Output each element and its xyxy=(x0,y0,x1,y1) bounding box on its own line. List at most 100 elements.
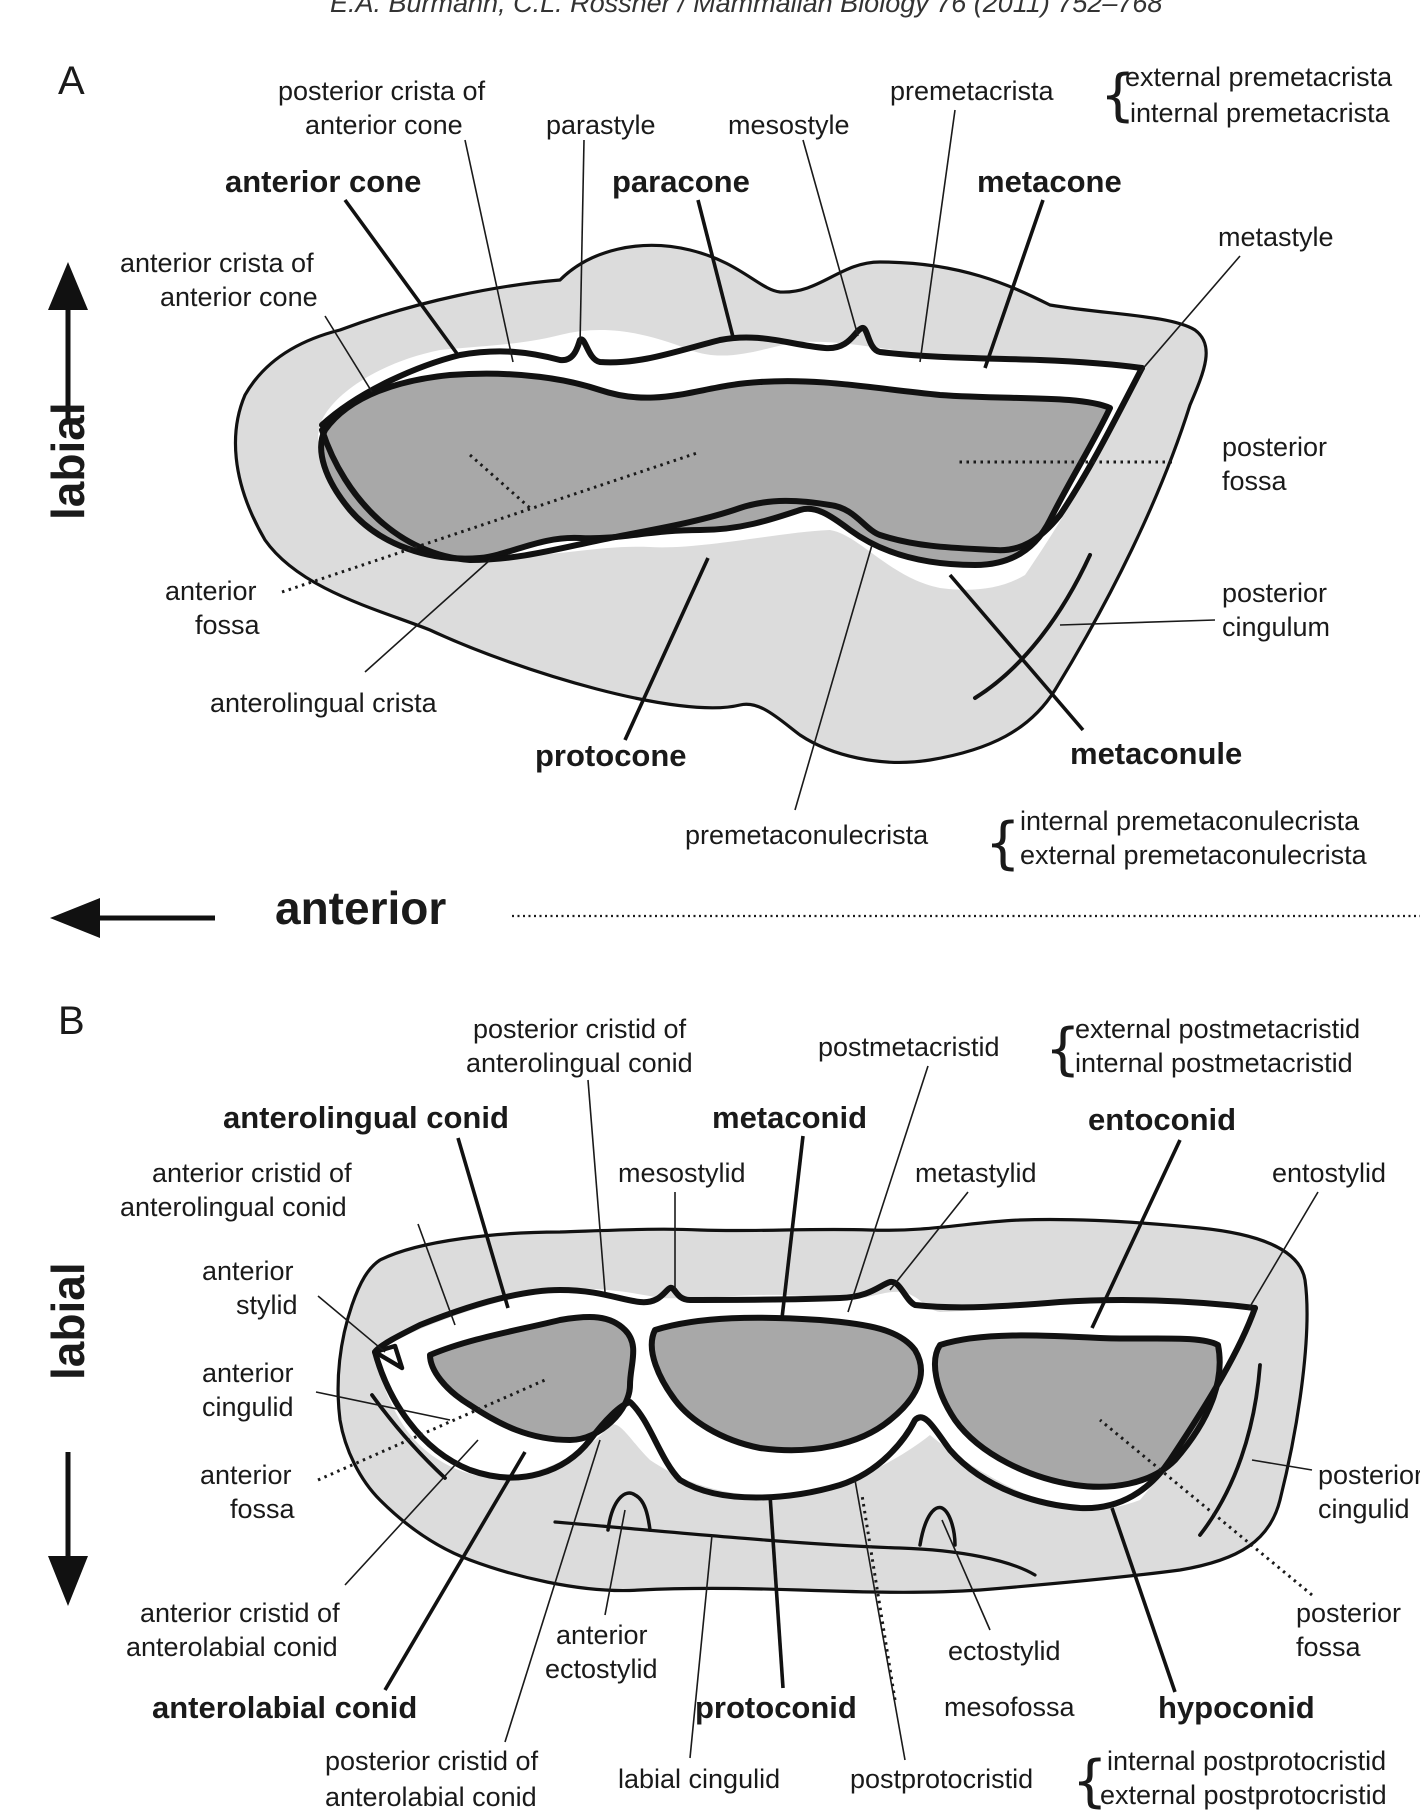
label-anterior-cone: anterior cone xyxy=(225,164,421,199)
leader-posterior-cingulid xyxy=(1251,1459,1313,1471)
label-anterior-fossa-a-1: anterior xyxy=(165,576,257,606)
label-anterior-cristid-anterolabial-1: anterior cristid of xyxy=(140,1598,340,1628)
label-mesofossa: mesofossa xyxy=(944,1692,1076,1722)
label-posterior-cristid-anterolingual-1: posterior cristid of xyxy=(473,1014,687,1044)
leader-postprotocristid xyxy=(854,1479,906,1761)
leader-hypoconid xyxy=(1110,1507,1177,1693)
leader-anterolingual-crista xyxy=(364,559,491,673)
panel-a-fossa xyxy=(318,370,1113,568)
page-header: E.A. Burmann, C.L. Rössner / Mammalian B… xyxy=(330,0,1162,18)
leader-anterior-stylid xyxy=(317,1295,386,1353)
panel-a-labial-crista-line xyxy=(319,325,1145,428)
leader-parastyle xyxy=(579,139,585,346)
label-posterior-cingulum-1: posterior xyxy=(1222,578,1327,608)
label-paracone: paracone xyxy=(612,164,750,199)
label-anterolingual-crista: anterolingual crista xyxy=(210,688,438,718)
leader-entoconid xyxy=(1090,1139,1182,1329)
label-internal-premetaconulecrista: internal premetaconulecrista xyxy=(1020,806,1360,836)
label-postprotocristid: postprotocristid xyxy=(850,1764,1033,1794)
leader-posterior-crista xyxy=(464,139,514,363)
label-metastyle: metastyle xyxy=(1218,222,1334,252)
leader-anterior-cristid-anterolabial xyxy=(344,1439,479,1586)
label-anterior-cingulid-2: cingulid xyxy=(202,1392,294,1422)
label-posterior-cingulid-1: posterior xyxy=(1318,1460,1420,1490)
leader-anterior-cristid-anterolingual xyxy=(417,1223,456,1326)
label-external-postprotocristid: external postprotocristid xyxy=(1100,1780,1387,1810)
anterior-arrow-left-icon xyxy=(50,898,215,938)
panel-a: A labial anterior anterior cone paracone… xyxy=(42,59,1420,938)
labial-arrow-down-icon xyxy=(48,1452,88,1606)
label-posterior-fossa-a-2: fossa xyxy=(1222,466,1288,496)
label-anterior-cingulid-1: anterior xyxy=(202,1358,294,1388)
label-posterior-fossa-a-1: posterior xyxy=(1222,432,1327,462)
leader-premetacrista xyxy=(919,109,956,363)
label-internal-premetacrista: internal premetacrista xyxy=(1130,98,1391,128)
leader-premetaconulecrista xyxy=(794,544,873,811)
panel-a-posterior-cingulum-ridge xyxy=(973,553,1092,700)
leader-posterior-cristid-anterolingual xyxy=(587,1079,606,1293)
leader-protocone xyxy=(623,557,710,741)
label-posterior-cristid-anterolingual-2: anterolingual conid xyxy=(466,1048,693,1078)
label-posterior-fossa-b-2: fossa xyxy=(1296,1632,1362,1662)
leader-metastyle xyxy=(1139,255,1241,373)
label-posterior-crista-anterior-cone-1: posterior crista of xyxy=(278,76,486,106)
label-posterior-cristid-anterolabial-2: anterolabial conid xyxy=(325,1782,537,1812)
leader-anterior-ectostylid xyxy=(604,1509,626,1616)
label-external-postmetacristid: external postmetacristid xyxy=(1075,1014,1360,1044)
label-postmetacristid: postmetacristid xyxy=(818,1032,1000,1062)
label-anterior-crista-anterior-cone-1: anterior crista of xyxy=(120,248,314,278)
label-parastyle: parastyle xyxy=(546,110,656,140)
label-anterior-ectostylid-2: ectostylid xyxy=(545,1654,658,1684)
panel-a-lingual-crista-line xyxy=(319,365,1145,563)
label-external-premetaconulecrista: external premetaconulecrista xyxy=(1020,840,1368,870)
label-posterior-cingulid-2: cingulid xyxy=(1318,1494,1410,1524)
leader-anterior-crista xyxy=(324,315,373,393)
label-ectostylid: ectostylid xyxy=(948,1636,1061,1666)
label-posterior-cingulum-2: cingulum xyxy=(1222,612,1330,642)
panel-b-posterior-cingulid-ridge xyxy=(1198,1363,1262,1537)
label-anterior-fossa-a-2: fossa xyxy=(195,610,261,640)
panel-b-ectostylid xyxy=(918,1505,957,1547)
leader-anterior-cone xyxy=(343,198,460,357)
label-mesostylid: mesostylid xyxy=(618,1158,746,1188)
label-protocone: protocone xyxy=(535,738,687,773)
brace-premetaconulecrista: { xyxy=(985,811,1021,876)
brace-premetacrista: { xyxy=(1100,63,1136,128)
label-anterior-fossa-b-1: anterior xyxy=(200,1460,292,1490)
label-entoconid: entoconid xyxy=(1088,1102,1236,1137)
label-metaconid: metaconid xyxy=(712,1100,867,1135)
label-premetacrista: premetacrista xyxy=(890,76,1055,106)
label-anterior-cristid-anterolabial-2: anterolabial conid xyxy=(126,1632,338,1662)
label-external-premetacrista: external premetacrista xyxy=(1125,62,1393,92)
panel-b-anterior-stylid-tip xyxy=(372,1343,405,1371)
leader-posterior-cristid-anterolabial xyxy=(504,1439,601,1743)
panel-a-axis-labial: labial xyxy=(42,402,94,520)
label-internal-postmetacristid: internal postmetacristid xyxy=(1075,1048,1353,1078)
label-anterior-ectostylid-1: anterior xyxy=(556,1620,648,1650)
panel-b-letter: B xyxy=(58,999,85,1043)
leader-labial-cingulid xyxy=(689,1534,713,1759)
panel-b-fossa-posterior xyxy=(932,1332,1223,1490)
label-hypoconid: hypoconid xyxy=(1158,1690,1315,1725)
brace-postprotocristid: { xyxy=(1072,1749,1108,1814)
panel-b-anterior-cingulid-ridge xyxy=(370,1393,447,1480)
label-mesostyle: mesostyle xyxy=(728,110,850,140)
label-protoconid: protoconid xyxy=(695,1690,857,1725)
label-premetaconulecrista: premetaconulecrista xyxy=(685,820,929,850)
label-anterior-stylid-1: anterior xyxy=(202,1256,294,1286)
label-anterior-stylid-2: stylid xyxy=(236,1290,298,1320)
panel-b-upper-crista-line xyxy=(372,1278,1258,1355)
label-anterior-crista-anterior-cone-2: anterior cone xyxy=(160,282,318,312)
leader-posterior-cingulum xyxy=(1059,619,1216,626)
label-metacone: metacone xyxy=(977,164,1122,199)
label-anterolingual-conid: anterolingual conid xyxy=(223,1100,509,1135)
panel-b-axis-labial: labial xyxy=(42,1262,94,1380)
brace-postmetacristid: { xyxy=(1045,1017,1081,1082)
label-posterior-crista-anterior-cone-2: anterior cone xyxy=(305,110,463,140)
leader-metaconule xyxy=(948,573,1085,732)
panel-b: B labial anterolingual conid me xyxy=(42,999,1420,1814)
label-posterior-cristid-anterolabial-1: posterior cristid of xyxy=(325,1746,539,1776)
labial-arrow-up-icon xyxy=(48,262,88,420)
